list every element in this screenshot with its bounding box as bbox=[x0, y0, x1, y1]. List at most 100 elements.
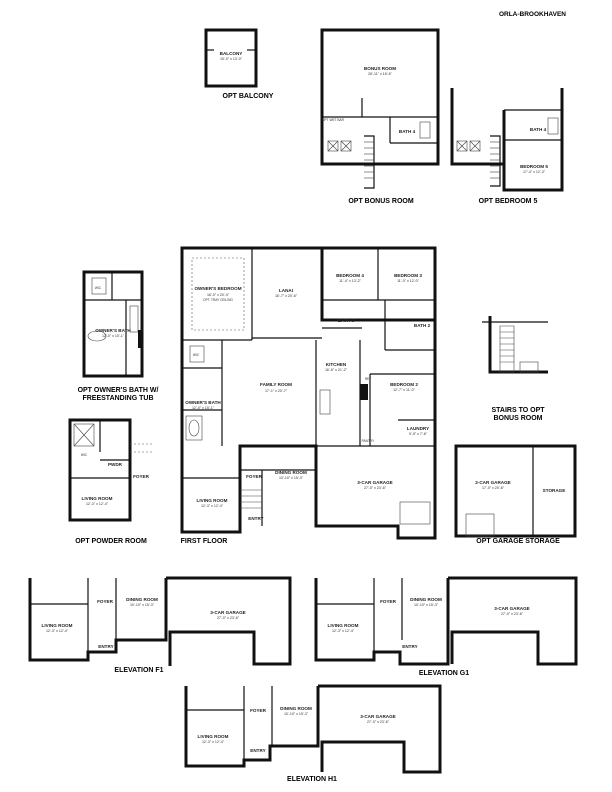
f1-dining-dim: 10'-10" x 15'-3" bbox=[130, 603, 155, 607]
bedroom2-dim: 12'-7" x 11'-0" bbox=[393, 388, 416, 392]
bath2-label: BATH 2 bbox=[414, 323, 431, 328]
owners-bath-dim: 12'-0" x 15'-1" bbox=[192, 406, 215, 410]
kitchen-dim: 16'-6" x 21'-2" bbox=[325, 368, 348, 372]
opt-foyer-label: FOYER bbox=[133, 474, 150, 479]
g1-dining-label: DINING ROOM bbox=[410, 597, 442, 602]
opt-garage-storage-plan: 2-CAR GARAGE 17'-0" x 20'-6" STORAGE OPT… bbox=[454, 444, 577, 545]
opt-owners-bath-label: OWNER'S BATH bbox=[95, 328, 131, 333]
opt-bonus-room-plan: BONUS ROOM 26'-11" x 16'-6" OPT WET BAR … bbox=[320, 28, 440, 205]
garage-label: 3-CAR GARAGE bbox=[357, 480, 392, 485]
opt-bath-wic-label: WIC bbox=[95, 286, 102, 290]
opt-balcony-plan: BALCONY 15'-0" x 13'-0" OPT BALCONY bbox=[204, 28, 274, 100]
h1-garage-dim: 27'-0" x 23'-6" bbox=[367, 720, 390, 724]
elevation-f1-plan: LIVING ROOM 12'-3" x 12'-4" DINING ROOM … bbox=[28, 576, 292, 674]
elevation-g1-plan: LIVING ROOM 12'-3" x 12'-4" DINING ROOM … bbox=[314, 576, 578, 677]
garage-dim: 27'-0" x 23'-6" bbox=[364, 486, 387, 490]
opt-living-dim: 12'-3" x 12'-4" bbox=[86, 502, 109, 506]
bonus-bath4-label: BATH 4 bbox=[399, 129, 416, 134]
caption-opt-balcony: OPT BALCONY bbox=[223, 93, 274, 100]
bath3-label: BATH 3 bbox=[338, 318, 355, 323]
bedroom5-label: BEDROOM 5 bbox=[520, 164, 548, 169]
kitchen-ref-label: REF bbox=[365, 377, 371, 381]
bedroom2-label: BEDROOM 2 bbox=[390, 382, 418, 387]
plan-name-header: ORLA-BROOKHAVEN bbox=[499, 11, 566, 18]
g1-foyer-label: FOYER bbox=[380, 599, 397, 604]
f1-entry-label: ENTRY bbox=[98, 644, 113, 649]
balcony-room-dim: 15'-0" x 13'-0" bbox=[220, 57, 243, 61]
g1-entry-label: ENTRY bbox=[402, 644, 417, 649]
opt-powder-room-plan: WIC PWDR FOYER LIVING ROOM 12'-3" x 12'-… bbox=[68, 418, 152, 545]
laundry-label: LAUNDRY bbox=[407, 426, 429, 431]
opt-bedroom-5-plan: BATH 4 BEDROOM 5 17'-4" x 12'-3" OPT BED… bbox=[450, 88, 564, 205]
opt-powder-label: PWDR bbox=[108, 462, 123, 467]
storage-garage-dim: 17'-0" x 20'-6" bbox=[482, 486, 505, 490]
powder-wic-label: WIC bbox=[81, 453, 88, 457]
caption-elevation-h1: ELEVATION H1 bbox=[287, 776, 337, 783]
caption-opt-bedroom-5: OPT BEDROOM 5 bbox=[479, 198, 538, 205]
first-floor-plan: OWNER'S BEDROOM 16'-0" x 20'-4" OPT. TRA… bbox=[180, 246, 437, 545]
g1-dining-dim: 10'-10" x 15'-3" bbox=[414, 603, 439, 607]
f1-foyer-label: FOYER bbox=[97, 599, 114, 604]
h1-garage-label: 3-CAR GARAGE bbox=[360, 714, 395, 719]
opt-owners-bath-dim: 12'-0" x 15'-1" bbox=[102, 334, 125, 338]
bonus-room-dim: 26'-11" x 16'-6" bbox=[368, 72, 393, 76]
family-room-label: FAMILY ROOM bbox=[260, 382, 292, 387]
caption-stairs-2: BONUS ROOM bbox=[494, 415, 543, 422]
owners-bath-label: OWNER'S BATH bbox=[185, 400, 221, 405]
caption-elevation-g1: ELEVATION G1 bbox=[419, 670, 469, 677]
caption-opt-garage-storage: OPT GARAGE STORAGE bbox=[476, 538, 560, 545]
h1-living-label: LIVING ROOM bbox=[198, 734, 229, 739]
foyer-label: FOYER bbox=[246, 474, 263, 479]
f1-garage-label: 3-CAR GARAGE bbox=[210, 610, 245, 615]
owners-bedroom-dim: 16'-0" x 20'-4" bbox=[207, 293, 230, 297]
elevation-h1-plan: LIVING ROOM 12'-3" x 12'-4" DINING ROOM … bbox=[184, 684, 442, 783]
owners-bedroom-label: OWNER'S BEDROOM bbox=[194, 286, 241, 291]
f1-garage-dim: 27'-0" x 23'-6" bbox=[217, 616, 240, 620]
bedroom3-dim: 11'-0" x 12'-0" bbox=[397, 279, 420, 283]
f1-living-dim: 12'-3" x 12'-4" bbox=[46, 629, 69, 633]
owners-wic-label: WIC bbox=[193, 353, 200, 357]
bedroom3-label: BEDROOM 3 bbox=[394, 273, 422, 278]
f1-living-label: LIVING ROOM bbox=[42, 623, 73, 628]
g1-living-dim: 12'-3" x 12'-4" bbox=[332, 629, 355, 633]
entry-label: ENTRY bbox=[248, 516, 263, 521]
bedroom4-label: BEDROOM 4 bbox=[336, 273, 364, 278]
caption-stairs-1: STAIRS TO OPT bbox=[491, 407, 545, 414]
living-dim: 12'-3" x 12'-4" bbox=[201, 504, 224, 508]
h1-living-dim: 12'-3" x 12'-4" bbox=[202, 740, 225, 744]
kitchen-label: KITCHEN bbox=[326, 362, 347, 367]
storage-garage-label: 2-CAR GARAGE bbox=[475, 480, 510, 485]
caption-first-floor: FIRST FLOOR bbox=[181, 538, 228, 545]
h1-dining-dim: 10'-10" x 15'-3" bbox=[284, 712, 309, 716]
g1-living-label: LIVING ROOM bbox=[328, 623, 359, 628]
h1-foyer-label: FOYER bbox=[250, 708, 267, 713]
owners-bedroom-note: OPT. TRAY CEILING bbox=[203, 298, 233, 302]
pantry-label: PANTRY bbox=[362, 439, 376, 443]
opt-owners-bath-plan: WIC OWNER'S BATH 12'-0" x 15'-1" OPT OWN… bbox=[78, 270, 159, 402]
balcony-room-label: BALCONY bbox=[220, 51, 243, 56]
lanai-dim: 16'-7" x 20'-6" bbox=[275, 294, 298, 298]
bedroom4-dim: 11'-4" x 13'-2" bbox=[339, 279, 362, 283]
h1-entry-label: ENTRY bbox=[250, 748, 265, 753]
dining-dim: 13'-10" x 15'-3" bbox=[279, 476, 304, 480]
dining-label: DINING ROOM bbox=[275, 470, 307, 475]
laundry-dim: 9'-5" x 7'-6" bbox=[409, 432, 428, 436]
storage-label: STORAGE bbox=[543, 488, 566, 493]
caption-elevation-f1: ELEVATION F1 bbox=[114, 667, 163, 674]
bonus-room-label: BONUS ROOM bbox=[364, 66, 396, 71]
caption-opt-bonus-room: OPT BONUS ROOM bbox=[348, 198, 414, 205]
caption-opt-owners-bath-1: OPT OWNER'S BATH W/ bbox=[78, 387, 159, 394]
bed5-bath4-label: BATH 4 bbox=[530, 127, 547, 132]
f1-dining-label: DINING ROOM bbox=[126, 597, 158, 602]
opt-wet-bar-label: OPT WET BAR bbox=[322, 118, 345, 122]
h1-dining-label: DINING ROOM bbox=[280, 706, 312, 711]
stairs-opt-bonus-plan: STAIRS TO OPT BONUS ROOM bbox=[482, 316, 548, 422]
lanai-label: LANAI bbox=[279, 288, 293, 293]
opt-living-label: LIVING ROOM bbox=[82, 496, 113, 501]
caption-opt-powder-room: OPT POWDER ROOM bbox=[75, 538, 147, 545]
living-label: LIVING ROOM bbox=[197, 498, 228, 503]
caption-opt-owners-bath-2: FREESTANDING TUB bbox=[82, 395, 153, 402]
bedroom5-dim: 17'-4" x 12'-3" bbox=[523, 170, 546, 174]
g1-garage-label: 3-CAR GARAGE bbox=[494, 606, 529, 611]
